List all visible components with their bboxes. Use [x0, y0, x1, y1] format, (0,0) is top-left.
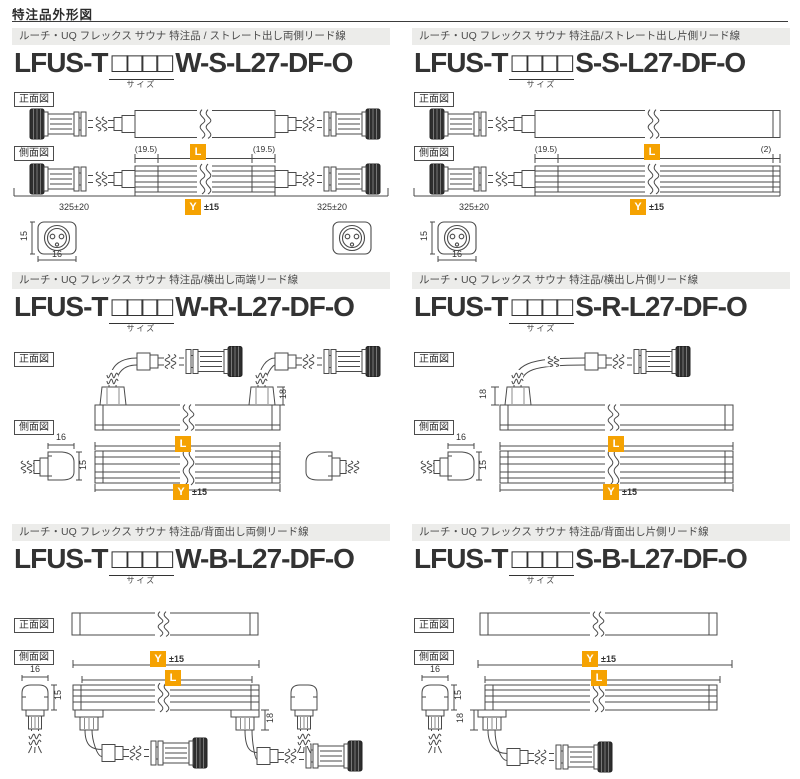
front-view-label: 正面図: [414, 618, 454, 633]
dim-lead-left: 325±20: [59, 202, 89, 212]
dim-Y-badge: Y ±15: [173, 484, 207, 500]
back-single-drawing: [421, 611, 733, 779]
side-view-label: 側面図: [414, 420, 454, 435]
side-both-drawing: [12, 332, 390, 492]
model-size-boxes: □□□□ サイズ: [508, 49, 575, 89]
model-prefix: LFUS-T: [14, 543, 109, 574]
model-suffix: S-R-L27-DF-O: [575, 291, 748, 322]
size-label: サイズ: [126, 80, 157, 89]
dim-lead-left: 325±20: [459, 202, 489, 212]
model-size-boxes: □□□□ サイズ: [108, 293, 175, 333]
size-label: サイズ: [126, 324, 157, 333]
front-view-label: 正面図: [14, 352, 54, 367]
dim-L-badge: L: [608, 436, 624, 452]
model-number: LFUS-T □□□□ サイズ W-R-L27-DF-O: [14, 291, 355, 333]
straight-single-drawing: [413, 88, 781, 262]
model-suffix: S-B-L27-DF-O: [575, 543, 748, 574]
model-prefix: LFUS-T: [14, 47, 109, 78]
dim-L-badge: L: [591, 670, 607, 686]
dim-cap-width: 16: [455, 432, 467, 442]
dim-connector-height: 15: [19, 231, 29, 242]
dim-cap-width: 16: [55, 432, 67, 442]
model-number: LFUS-T □□□□ サイズ S-R-L27-DF-O: [414, 291, 748, 333]
model-prefix: LFUS-T: [414, 47, 509, 78]
section-title: ルーチ・UQ フレックス サウナ 特注品 / ストレート出し両側リード線: [12, 28, 390, 45]
model-prefix: LFUS-T: [14, 291, 109, 322]
dim-exit-height: 18: [265, 713, 275, 724]
model-size-boxes: □□□□ サイズ: [108, 545, 175, 585]
header-rule: [12, 21, 788, 22]
model-size-boxes: □□□□ サイズ: [108, 49, 175, 89]
dim-L-badge: L: [165, 670, 181, 686]
dim-cap-width: 16: [29, 664, 41, 674]
side-view-label: 側面図: [14, 650, 54, 665]
dim-offset-right: (2): [760, 144, 772, 154]
dim-exit-height: 18: [455, 713, 465, 724]
straight-both-drawing: [13, 88, 389, 262]
model-size-boxes: □□□□ サイズ: [508, 293, 575, 333]
model-suffix: S-S-L27-DF-O: [575, 47, 746, 78]
dim-L-badge: L: [175, 436, 191, 452]
dim-exit-height: 18: [278, 389, 288, 400]
model-suffix: W-S-L27-DF-O: [175, 47, 353, 78]
section-title: ルーチ・UQ フレックス サウナ 特注品/横出し片側リード線: [412, 272, 790, 289]
dim-L-badge: L: [644, 144, 660, 160]
dim-L-badge: L: [190, 144, 206, 160]
model-prefix: LFUS-T: [414, 543, 509, 574]
dim-connector-width: 16: [51, 249, 63, 259]
front-view-label: 正面図: [14, 92, 54, 107]
dim-cap-height: 15: [453, 690, 463, 701]
section-title: ルーチ・UQ フレックス サウナ 特注品/ストレート出し片側リード線: [412, 28, 790, 45]
model-prefix: LFUS-T: [414, 291, 509, 322]
model-size-boxes: □□□□ サイズ: [508, 545, 575, 585]
dim-Y-badge: Y ±15: [150, 651, 184, 667]
side-view-label: 側面図: [14, 420, 54, 435]
front-view-label: 正面図: [414, 92, 454, 107]
model-number: LFUS-T □□□□ サイズ S-S-L27-DF-O: [414, 47, 746, 89]
model-number: LFUS-T □□□□ サイズ W-B-L27-DF-O: [14, 543, 355, 585]
model-suffix: W-B-L27-DF-O: [175, 543, 355, 574]
dim-connector-height: 15: [419, 231, 429, 242]
section-straight-single: ルーチ・UQ フレックス サウナ 特注品/ストレート出し片側リード線 LFUS-…: [412, 28, 790, 266]
section-straight-both: ルーチ・UQ フレックス サウナ 特注品 / ストレート出し両側リード線 LFU…: [12, 28, 390, 266]
section-side-single: ルーチ・UQ フレックス サウナ 特注品/横出し片側リード線 LFUS-T □□…: [412, 272, 790, 524]
dim-Y-badge: Y ±15: [603, 484, 637, 500]
section-title: ルーチ・UQ フレックス サウナ 特注品/背面出し両側リード線: [12, 524, 390, 541]
size-label: サイズ: [526, 576, 557, 585]
side-single-drawing: [412, 332, 734, 492]
section-side-both: ルーチ・UQ フレックス サウナ 特注品/横出し両端リード線 LFUS-T □□…: [12, 272, 390, 524]
model-number: LFUS-T □□□□ サイズ W-S-L27-DF-O: [14, 47, 353, 89]
side-view-label: 側面図: [414, 650, 454, 665]
dim-offset-left: (19.5): [534, 144, 558, 154]
size-label: サイズ: [526, 80, 557, 89]
dim-offset-left: (19.5): [134, 144, 158, 154]
front-view-label: 正面図: [414, 352, 454, 367]
dim-exit-height: 18: [478, 389, 488, 400]
model-suffix: W-R-L27-DF-O: [175, 291, 355, 322]
model-number: LFUS-T □□□□ サイズ S-B-L27-DF-O: [414, 543, 748, 585]
page-title: 特注品外形図: [12, 8, 94, 22]
section-back-both: ルーチ・UQ フレックス サウナ 特注品/背面出し両側リード線 LFUS-T □…: [12, 524, 390, 779]
section-title: ルーチ・UQ フレックス サウナ 特注品/横出し両端リード線: [12, 272, 390, 289]
dim-cap-width: 16: [429, 664, 441, 674]
dim-connector-width: 16: [451, 249, 463, 259]
dim-Y-badge: Y ±15: [185, 199, 219, 215]
section-title: ルーチ・UQ フレックス サウナ 特注品/背面出し片側リード線: [412, 524, 790, 541]
dim-cap-height: 15: [78, 460, 88, 471]
dim-Y-badge: Y ±15: [630, 199, 664, 215]
side-view-label: 側面図: [414, 146, 454, 161]
section-back-single: ルーチ・UQ フレックス サウナ 特注品/背面出し片側リード線 LFUS-T □…: [412, 524, 790, 779]
dim-cap-height: 15: [53, 690, 63, 701]
dim-lead-right: 325±20: [317, 202, 347, 212]
dim-cap-height: 15: [478, 460, 488, 471]
front-view-label: 正面図: [14, 618, 54, 633]
size-label: サイズ: [126, 576, 157, 585]
dim-Y-badge: Y ±15: [582, 651, 616, 667]
back-both-drawing: [21, 611, 390, 779]
side-view-label: 側面図: [14, 146, 54, 161]
size-label: サイズ: [526, 324, 557, 333]
dim-offset-right: (19.5): [252, 144, 276, 154]
